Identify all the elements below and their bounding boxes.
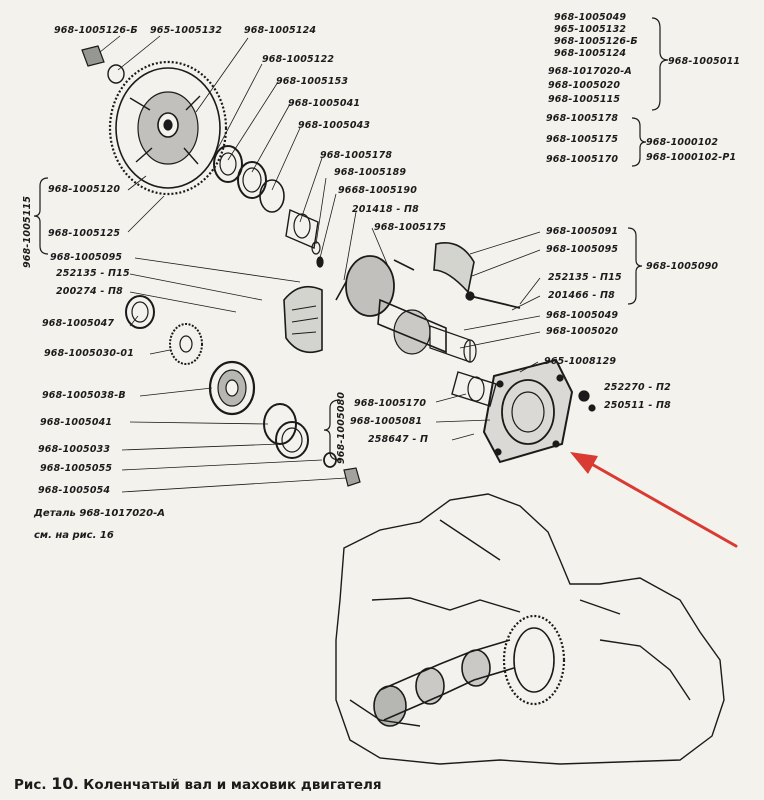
label-965-1005132: 965-1005132: [150, 25, 223, 36]
figure-caption: Рис. 10. Коленчатый вал и маховик двигат…: [14, 774, 382, 793]
label-258647-p: 258647 - П: [368, 434, 429, 445]
rear-bearing-cover: [482, 358, 574, 464]
ball-bearing: [208, 360, 256, 416]
flywheel: [108, 60, 228, 196]
label-968-1005047: 968-1005047: [42, 318, 115, 329]
label-968-1005189: 968-1005189: [334, 167, 407, 178]
group-item-968-1017020-a: 968-1017020-А: [548, 66, 632, 77]
label-252135-p15-left: 252135 - П15: [56, 268, 130, 279]
label-968-1005038-v: 968-1005038-В: [42, 390, 126, 401]
label-968-1000102: 968-1000102: [646, 137, 719, 148]
label-968-1005122: 968-1005122: [262, 54, 335, 65]
bearing-half-shell-right: [433, 242, 475, 294]
label-968-1005011: 968-1005011: [668, 56, 741, 67]
label-252135-p15-right: 252135 - П15: [548, 272, 622, 283]
brace-mid-vertical: [323, 399, 341, 461]
shaft-sleeve: [451, 371, 497, 407]
label-968-1005049: 968-1005049: [546, 310, 619, 321]
group-item-968-1005178: 968-1005178: [546, 113, 619, 124]
label-9668-1005190: 9668-1005190: [338, 185, 418, 196]
brace-cover-group: [627, 227, 643, 305]
timing-gear: [169, 323, 203, 365]
label-201466-p8: 201466 - П8: [548, 290, 615, 301]
label-968-1000102-p1: 968-1000102-Р1: [646, 152, 737, 163]
label-201418-p8: 201418 - П8: [352, 204, 419, 215]
group-item-968-1005115: 968-1005115: [548, 94, 621, 105]
oil-seal-small: [125, 295, 155, 329]
group-item-968-1005175: 968-1005175: [546, 134, 619, 145]
group-item-968-1005124: 968-1005124: [554, 48, 627, 59]
label-252270-p2: 252270 - П2: [604, 382, 671, 393]
label-968-1005041-a: 968-1005041: [288, 98, 361, 109]
label-968-1005125: 968-1005125: [48, 228, 121, 239]
label-968-1005090: 968-1005090: [646, 261, 719, 272]
flywheel-seals: [213, 145, 324, 268]
group-item-965-1005132: 965-1005132: [554, 24, 627, 35]
crankshaft: [335, 255, 477, 363]
label-968-1005120: 968-1005120: [48, 184, 121, 195]
label-968-1005175: 968-1005175: [374, 222, 447, 233]
label-968-1005055: 968-1005055: [40, 463, 113, 474]
label-968-1005170: 968-1005170: [354, 398, 427, 409]
label-968-1005091: 968-1005091: [546, 226, 619, 237]
caption-number: 10: [51, 774, 74, 793]
label-968-1005030-01: 968-1005030-01: [44, 348, 135, 359]
label-968-1005126-b: 968-1005126-Б: [54, 25, 138, 36]
label-968-1005115-vertical: 968-1005115: [22, 195, 33, 268]
label-968-1005041-b: 968-1005041: [40, 417, 113, 428]
cover-bolt: [465, 291, 521, 309]
label-968-1005020: 968-1005020: [546, 326, 619, 337]
label-968-1005124: 968-1005124: [244, 25, 317, 36]
bearing-half-shell-left: [283, 285, 323, 354]
group-item-968-1005020: 968-1005020: [548, 80, 621, 91]
installed-crankshaft: [373, 614, 566, 727]
brace-shaft-group: [631, 117, 647, 167]
label-200274-p8: 200274 - П8: [56, 286, 123, 297]
brace-flywheel-group: [651, 17, 669, 111]
red-pointer-arrow: [570, 452, 738, 548]
group-item-968-1005126-b: 968-1005126-Б: [554, 36, 638, 47]
label-968-1005033: 968-1005033: [38, 444, 111, 455]
label-968-1005153: 968-1005153: [276, 76, 349, 87]
flywheel-bolt: [81, 45, 125, 84]
label-968-1005095-left: 968-1005095: [50, 252, 123, 263]
group-item-968-1005049: 968-1005049: [554, 12, 627, 23]
label-968-1005095-right: 968-1005095: [546, 244, 619, 255]
label-250511-p8: 250511 - П8: [604, 400, 671, 411]
leader-lines: [99, 35, 587, 493]
label-968-1005080-vertical: 968-1005080: [336, 391, 347, 464]
engine-outline: [335, 493, 725, 765]
label-968-1005043: 968-1005043: [298, 120, 371, 131]
detail-note-line2: см. на рис. 16: [34, 530, 114, 541]
brace-left-vertical: [33, 177, 49, 255]
label-965-1008129: 965-1008129: [544, 356, 617, 367]
label-968-1005054: 968-1005054: [38, 485, 111, 496]
label-968-1005178: 968-1005178: [320, 150, 393, 161]
seal-rings: [263, 403, 309, 459]
cover-nut-washer: [578, 390, 596, 412]
group-item-968-1005170: 968-1005170: [546, 154, 619, 165]
caption-title: . Коленчатый вал и маховик двигателя: [73, 777, 382, 793]
caption-prefix: Рис.: [14, 777, 47, 793]
detail-note-line1: Деталь 968-1017020-А: [34, 508, 165, 519]
label-968-1005081: 968-1005081: [350, 416, 423, 427]
